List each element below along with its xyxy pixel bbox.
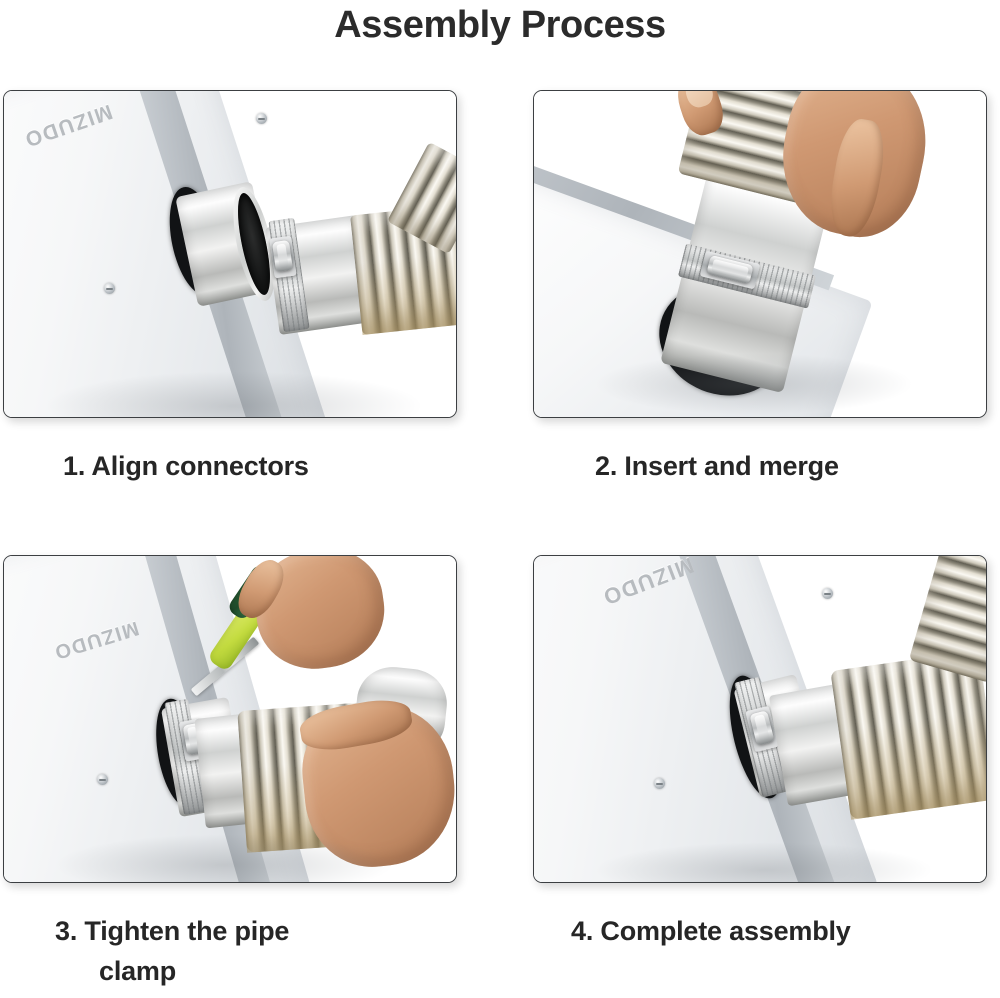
step-4-photo: MIZUDO: [533, 555, 987, 883]
step-4-scene: MIZUDO: [534, 556, 986, 882]
appliance-screw-bottom: [654, 778, 665, 789]
step-3-caption-line-1: 3. Tighten the pipe: [55, 916, 290, 946]
step-2-scene: [534, 91, 986, 417]
appliance-screw-bottom: [104, 283, 115, 294]
step-2-photo: [533, 90, 987, 418]
appliance-screw-bottom: [97, 774, 108, 785]
step-card-3: MIZUDO MIZUDO: [3, 555, 463, 991]
appliance-screw-top: [822, 588, 833, 599]
step-1-scene: MIZUDO: [4, 91, 456, 417]
step-3-caption-line-2: clamp: [99, 956, 177, 986]
step-card-2: 2. Insert and merge: [533, 90, 993, 486]
step-card-4: MIZUDO 4. Complete assembly: [533, 555, 993, 951]
appliance-screw-top: [256, 113, 267, 124]
step-1-photo: MIZUDO: [3, 90, 457, 418]
step-3-photo: MIZUDO MIZUDO: [3, 555, 457, 883]
step-3-caption: 3. Tighten the pipe clamp: [3, 911, 463, 991]
assembly-steps-grid: MIZUDO 1. Align connectors: [0, 88, 1000, 998]
page-title: Assembly Process: [334, 4, 666, 46]
step-4-caption: 4. Complete assembly: [571, 916, 851, 946]
step-card-1: MIZUDO 1. Align connectors: [3, 90, 463, 486]
step-2-caption: 2. Insert and merge: [595, 451, 839, 481]
step-3-scene: MIZUDO MIZUDO: [4, 556, 456, 882]
step-1-caption: 1. Align connectors: [63, 451, 309, 481]
